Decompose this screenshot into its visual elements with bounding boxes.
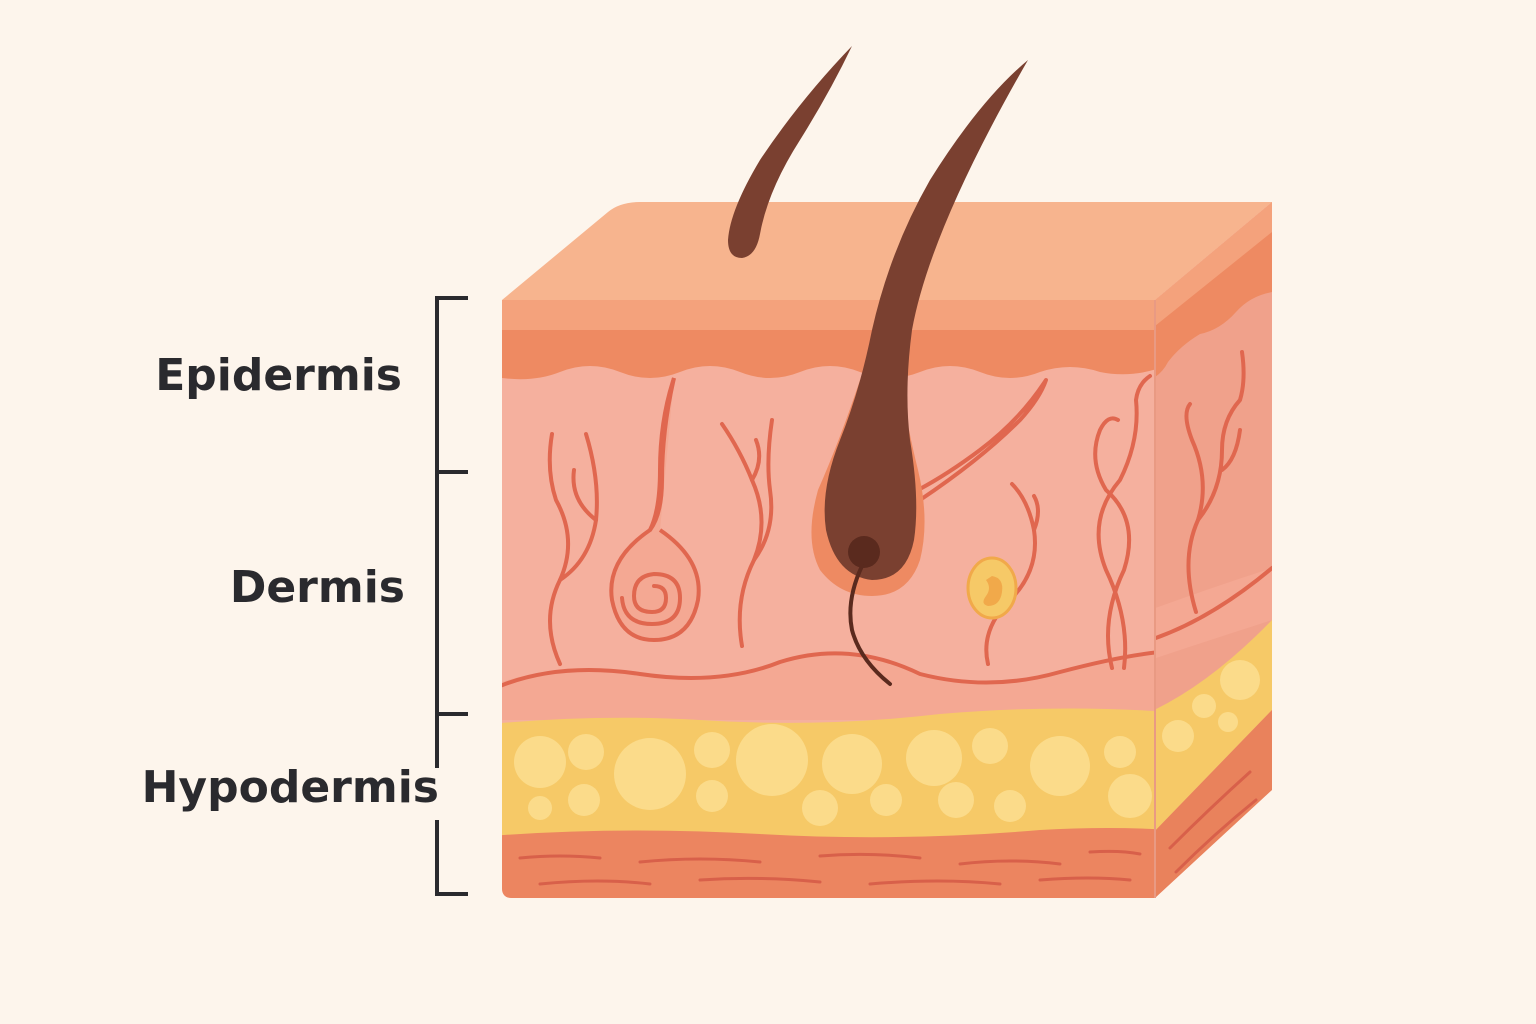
dermis-label: Dermis (230, 562, 405, 613)
front-face (490, 300, 1170, 900)
hypodermis-label: Hypodermis (142, 762, 439, 813)
side-face (1150, 200, 1280, 900)
nerve-receptor-icon (968, 558, 1016, 618)
muscle-layer (490, 828, 1170, 900)
layer-bracket (435, 298, 468, 894)
epidermis-label: Epidermis (155, 350, 402, 401)
hair-papilla (848, 536, 880, 568)
